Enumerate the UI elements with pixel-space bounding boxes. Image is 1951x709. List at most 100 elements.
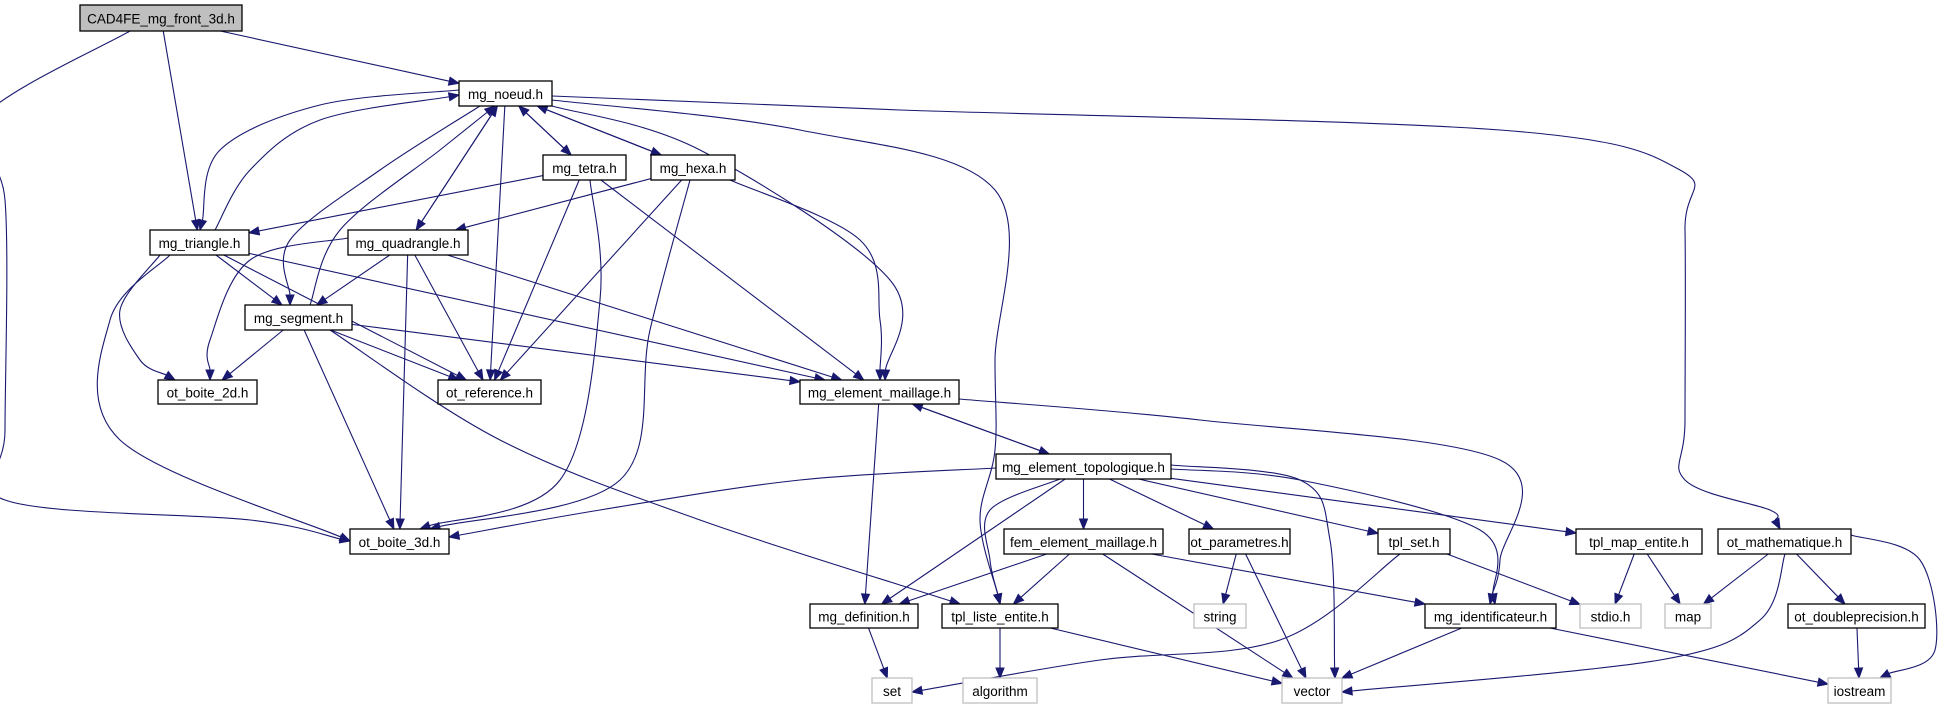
- node-box[interactable]: [347, 229, 469, 256]
- node-mg-element-maillage-h[interactable]: mg_element_maillage.h: [799, 379, 960, 405]
- edge-line: [983, 478, 1061, 595]
- arrowhead-icon: [285, 294, 295, 307]
- arrowhead-icon: [1568, 596, 1582, 606]
- arrowhead-icon: [1329, 667, 1340, 680]
- node-box[interactable]: [1717, 528, 1852, 555]
- node-tpl-liste-entite-h[interactable]: tpl_liste_entite.h: [941, 603, 1059, 629]
- arrowhead-icon: [910, 685, 924, 695]
- edge-mg-element-topologique-h-to-mg-identificateur-h: [1170, 468, 1499, 606]
- arrowhead-icon: [1297, 666, 1307, 680]
- edge-line: [1711, 553, 1769, 599]
- edge-mg-quadrangle-h-to-ot-boite-2d-h: [205, 237, 349, 382]
- edge-mg-quadrangle-h-to-ot-boite-3d-h: [395, 254, 409, 531]
- node-mg-definition-h[interactable]: mg_definition.h: [809, 603, 919, 629]
- arrowhead-icon: [860, 593, 871, 606]
- edge-mg-element-topologique-h-to-tpl-liste-entite-h: [983, 478, 1061, 606]
- arrowhead-icon: [247, 226, 261, 236]
- edge-line: [1850, 534, 1938, 674]
- node-box[interactable]: [941, 603, 1059, 629]
- node-mg-triangle-h[interactable]: mg_triangle.h: [149, 229, 250, 256]
- edge-mg-identificateur-h-to-iostream: [1549, 627, 1830, 687]
- edge-line: [1245, 553, 1303, 670]
- node-box[interactable]: [1003, 528, 1164, 555]
- edge-line: [551, 99, 1010, 595]
- node-box[interactable]: [1188, 528, 1291, 555]
- edge-mg-element-topologique-h-to-ot-boite-3d-h: [447, 467, 997, 540]
- arrowhead-icon: [447, 92, 461, 102]
- edge-line: [414, 254, 479, 372]
- edge-ot-doubleprecision-h-to-iostream: [1853, 627, 1864, 680]
- node-ot-reference-h[interactable]: ot_reference.h: [437, 379, 542, 405]
- node-box[interactable]: [650, 154, 736, 181]
- edge-mg-segment-h-to-mg-noeud-h: [309, 105, 497, 306]
- edge-line: [96, 254, 342, 538]
- edge-line: [439, 179, 691, 528]
- edge-line: [908, 553, 1047, 602]
- edge-line: [215, 254, 275, 300]
- edge-mg-hexa-h-to-ot-reference-h: [499, 179, 683, 381]
- arrowhead-icon: [1702, 593, 1715, 605]
- arrowhead-icon: [1340, 669, 1354, 679]
- arrowhead-icon: [270, 294, 284, 306]
- arrowhead-icon: [1281, 668, 1294, 679]
- node-label: mg_definition.h: [818, 610, 910, 625]
- arrowhead-icon: [499, 369, 511, 381]
- node-mg-tetra-h[interactable]: mg_tetra.h: [542, 154, 627, 181]
- node-box[interactable]: [799, 379, 960, 405]
- node-ot-boite-3d-h[interactable]: ot_boite_3d.h: [349, 528, 450, 555]
- node-box[interactable]: [1575, 528, 1703, 555]
- node-mg-quadrangle-h[interactable]: mg_quadrangle.h: [347, 229, 469, 256]
- edge-mg-quadrangle-h-to-ot-reference-h: [414, 254, 484, 382]
- arrowhead-icon: [447, 76, 461, 86]
- node-label: mg_segment.h: [254, 311, 343, 326]
- node-box[interactable]: [437, 379, 542, 405]
- edge-tpl-liste-entite-h-to-algorithm: [995, 628, 1005, 680]
- arrowhead-icon: [190, 218, 201, 232]
- node-mg-segment-h[interactable]: mg_segment.h: [244, 304, 353, 331]
- node-box[interactable]: [349, 528, 450, 555]
- edge-ot-mathematique-h-to-ot-doubleprecision-h: [1796, 553, 1846, 605]
- node-box[interactable]: [542, 154, 627, 181]
- node-box[interactable]: [809, 603, 919, 629]
- edge-line: [864, 403, 880, 595]
- node-box[interactable]: [458, 80, 553, 107]
- node-mg-identificateur-h[interactable]: mg_identificateur.h: [1424, 603, 1557, 629]
- node-tpl-map-entite-h[interactable]: tpl_map_entite.h: [1575, 528, 1703, 555]
- node-box[interactable]: [1787, 603, 1926, 629]
- node-ot-doubleprecision-h[interactable]: ot_doubleprecision.h: [1787, 603, 1926, 629]
- edge-ot-mathematique-h-to-vector: [1340, 553, 1786, 696]
- node-box[interactable]: [1424, 603, 1557, 629]
- edge-line: [1138, 478, 1369, 532]
- node-set: set: [871, 677, 913, 704]
- edge-line: [525, 112, 572, 156]
- arrowhead-icon: [447, 530, 461, 540]
- node-mg-hexa-h[interactable]: mg_hexa.h: [650, 154, 736, 181]
- node-box[interactable]: [157, 379, 258, 405]
- node-map: map: [1664, 603, 1712, 629]
- node-box[interactable]: [1377, 528, 1451, 555]
- node-box[interactable]: [79, 4, 243, 32]
- node-ot-mathematique-h[interactable]: ot_mathematique.h: [1717, 528, 1852, 555]
- node-mg-element-topologique-h[interactable]: mg_element_topologique.h: [995, 453, 1172, 480]
- edge-line: [248, 252, 816, 379]
- node-box[interactable]: [244, 304, 353, 331]
- edge-fem-element-maillage-h-to-mg-definition-h: [898, 553, 1047, 606]
- node-fem-element-maillage-h[interactable]: fem_element_maillage.h: [1003, 528, 1164, 555]
- edge-line: [229, 329, 284, 375]
- edge-tpl-map-entite-h-to-map: [1646, 553, 1681, 606]
- arrowhead-icon: [879, 666, 889, 680]
- node-label: tpl_map_entite.h: [1589, 535, 1689, 550]
- edge-tpl-map-entite-h-to-stdio-h: [1614, 553, 1635, 606]
- node-tpl-set-h[interactable]: tpl_set.h: [1377, 528, 1451, 555]
- node-box[interactable]: [995, 453, 1172, 480]
- node-box[interactable]: [149, 229, 250, 256]
- edge-mg-hexa-h-to-mg-noeud-h: [535, 105, 662, 156]
- node-mg-noeud-h[interactable]: mg_noeud.h: [458, 80, 553, 107]
- edge-line: [889, 478, 1066, 599]
- node-label: stdio.h: [1591, 610, 1631, 625]
- node-ot-boite-2d-h[interactable]: ot_boite_2d.h: [157, 379, 258, 405]
- node-cad4fe-mg-front-3d-h[interactable]: CAD4FE_mg_front_3d.h: [79, 4, 243, 32]
- node-label: mg_tetra.h: [552, 161, 617, 176]
- node-ot-parametres-h[interactable]: ot_parametres.h: [1188, 528, 1291, 555]
